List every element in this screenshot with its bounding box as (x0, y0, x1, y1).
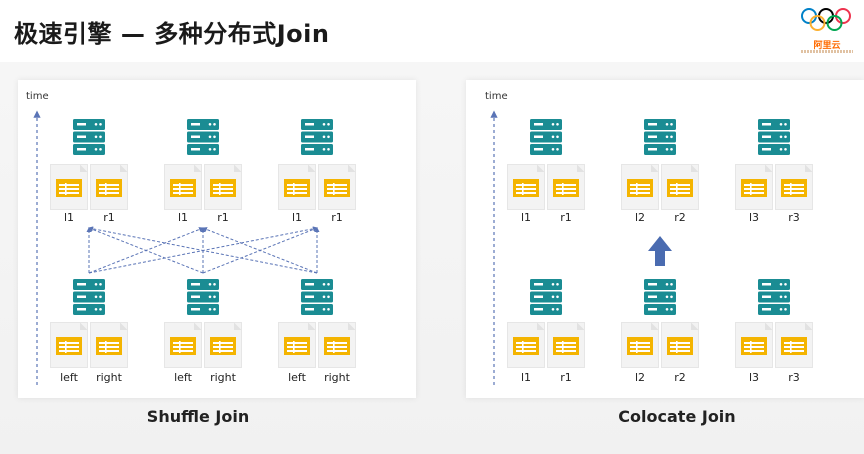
server-icon (72, 278, 106, 316)
node-label-top: l1 (291, 211, 303, 224)
shuffle-data-flow-line (202, 227, 318, 274)
node-label-bottom: right (96, 371, 122, 384)
server-icon (300, 118, 334, 156)
node-label-bottom: l1 (520, 371, 532, 384)
table-icon (50, 322, 88, 368)
node-label-top: r1 (103, 211, 115, 224)
node-label-bottom: left (174, 371, 192, 384)
table-icon (507, 164, 545, 210)
node-label-top: l3 (748, 211, 760, 224)
time-axis-label-right: time (485, 91, 508, 102)
node-label-bottom: r1 (560, 371, 572, 384)
server-icon (643, 278, 677, 316)
table-icon (204, 322, 242, 368)
node-label-bottom: left (288, 371, 306, 384)
table-icon (775, 322, 813, 368)
table-icon (164, 322, 202, 368)
table-icon (621, 164, 659, 210)
node-label-top: r2 (674, 211, 686, 224)
table-icon (775, 164, 813, 210)
shuffle-dashed-lines (86, 226, 320, 274)
table-icon (735, 322, 773, 368)
time-axis-label-left: time (26, 91, 49, 102)
node-label-top: l1 (177, 211, 189, 224)
brand-logo-text: 阿里云 (813, 41, 841, 51)
olympic-rings-icon (796, 4, 856, 60)
node-label-top: l2 (634, 211, 646, 224)
node-label-top: l1 (520, 211, 532, 224)
node-label-top: r1 (331, 211, 343, 224)
server-icon (300, 278, 334, 316)
server-icon (529, 278, 563, 316)
server-icon (186, 278, 220, 316)
table-icon (164, 164, 202, 210)
table-icon (318, 322, 356, 368)
table-icon (547, 322, 585, 368)
table-icon (278, 164, 316, 210)
server-icon (757, 278, 791, 316)
node-label-top: r1 (560, 211, 572, 224)
node-label-bottom: r2 (674, 371, 686, 384)
server-icon (529, 118, 563, 156)
node-label-bottom: right (210, 371, 236, 384)
node-label-top: r3 (788, 211, 800, 224)
server-icon (186, 118, 220, 156)
node-label-bottom: left (60, 371, 78, 384)
table-icon (661, 164, 699, 210)
table-icon (661, 322, 699, 368)
node-label-top: r1 (217, 211, 229, 224)
server-icon (643, 118, 677, 156)
node-label-bottom: l3 (748, 371, 760, 384)
node-label-top: l1 (63, 211, 75, 224)
table-icon (735, 164, 773, 210)
table-icon (278, 322, 316, 368)
table-icon (507, 322, 545, 368)
colocate-join-caption: Colocate Join (618, 407, 736, 426)
node-label-bottom: right (324, 371, 350, 384)
server-icon (757, 118, 791, 156)
shuffle-join-caption: Shuffle Join (146, 407, 250, 426)
slide-title: 极速引擎 — 多种分布式Join (14, 20, 330, 48)
node-label-bottom: l2 (634, 371, 646, 384)
table-icon (621, 322, 659, 368)
table-icon (90, 322, 128, 368)
table-icon (50, 164, 88, 210)
shuffle-data-flow-line (88, 226, 318, 274)
table-icon (204, 164, 242, 210)
node-label-bottom: r3 (788, 371, 800, 384)
brand-logo-underline (801, 50, 853, 53)
arrow-up-icon (648, 236, 672, 266)
table-icon (318, 164, 356, 210)
shuffle-data-flow-line (88, 227, 204, 274)
table-icon (90, 164, 128, 210)
server-icon (72, 118, 106, 156)
table-icon (547, 164, 585, 210)
